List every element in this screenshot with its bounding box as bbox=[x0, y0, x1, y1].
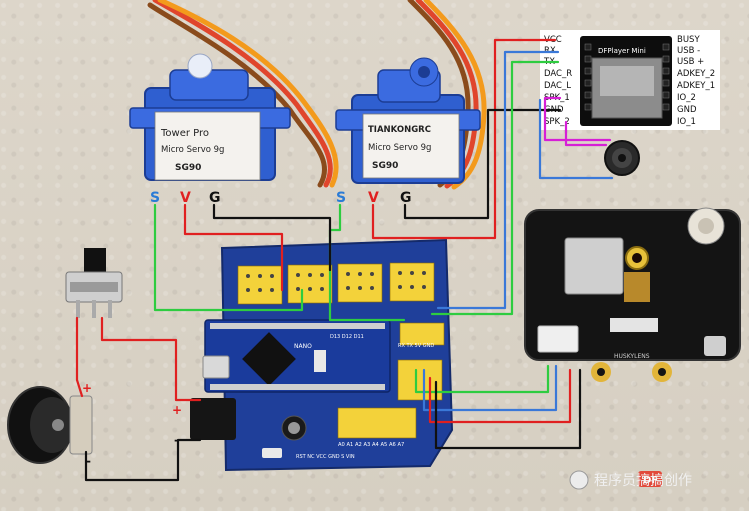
label-right-s: S bbox=[336, 190, 346, 206]
wire-df-tx bbox=[430, 60, 560, 316]
uart-header bbox=[399, 322, 445, 346]
power-polarity-labels: + + - - bbox=[82, 381, 182, 468]
shield-bottom-pins: RST NC VCC GND S VIN bbox=[296, 454, 355, 460]
label-jack-plus: + bbox=[82, 381, 92, 395]
wires bbox=[75, 38, 614, 482]
df-pin-gnd-right: GND bbox=[677, 105, 697, 115]
gpio-header bbox=[397, 359, 443, 401]
watermark-text: 程序员搞搞创作 bbox=[594, 473, 692, 489]
label-jack-minus: - bbox=[86, 454, 91, 468]
analog-header bbox=[337, 407, 417, 439]
slide-switch bbox=[65, 248, 123, 318]
watermark: DF 程序员搞搞创作 bbox=[569, 470, 692, 490]
dfplayer-module: DFPlayer Mini VCC RX TX DAC_R DAC_L SPK_… bbox=[540, 30, 720, 130]
dc-power-jack bbox=[7, 386, 93, 464]
wire-speaker-spk2 bbox=[564, 120, 608, 147]
expansion-shield: RX TX 5V GND A0 A1 A2 A3 A4 A5 A6 A7 RST… bbox=[190, 238, 454, 472]
mini-usb-port bbox=[202, 355, 230, 379]
huskylens-brand: HUSKYLENS bbox=[614, 353, 650, 360]
df-pin-adkey2: ADKEY_2 bbox=[677, 69, 715, 79]
label-board-minus: - bbox=[174, 433, 179, 447]
watermark-badge: DF bbox=[643, 475, 658, 486]
dfplayer-title: DFPlayer Mini bbox=[598, 47, 646, 55]
wire-switch-to-jack-red bbox=[75, 316, 84, 398]
servo-left-brand: Tower Pro bbox=[160, 128, 209, 139]
servo-left-code: SG90 bbox=[175, 163, 201, 173]
label-right-g: G bbox=[400, 190, 412, 206]
df-pin-busy: BUSY bbox=[677, 35, 700, 45]
df-pin-spk2: SPK_2 bbox=[544, 117, 570, 127]
label-left-g: G bbox=[209, 190, 221, 206]
dc-barrel-socket bbox=[190, 398, 236, 440]
wire-jack-to-board-gnd bbox=[84, 438, 202, 482]
wire-husky-blue bbox=[422, 364, 558, 412]
wire-servo-left-vcc bbox=[183, 203, 284, 292]
wire-husky-green bbox=[414, 364, 550, 394]
wire-husky-red bbox=[428, 368, 572, 424]
wire-switch-to-board-red bbox=[100, 316, 202, 402]
wire-servo-left-gnd bbox=[212, 203, 332, 272]
label-board-plus: + bbox=[172, 403, 182, 417]
nano-label: NANO bbox=[294, 343, 312, 350]
df-pin-usb-plus: USB + bbox=[677, 57, 704, 67]
wire-servo-right-vcc bbox=[371, 38, 557, 240]
servo-left-model: Micro Servo 9g bbox=[161, 145, 224, 155]
label-left-v: V bbox=[180, 190, 191, 206]
analog-header-label: A0 A1 A2 A3 A4 A5 A6 A7 bbox=[338, 442, 404, 448]
wire-husky-black bbox=[434, 368, 582, 450]
label-right-v: V bbox=[368, 190, 379, 206]
servo-header-block bbox=[237, 262, 435, 305]
wire-df-gnd-blue bbox=[538, 98, 614, 180]
servo-right-model: Micro Servo 9g bbox=[368, 143, 431, 153]
servo-pin-labels: S V G S V G bbox=[150, 190, 412, 206]
label-left-s: S bbox=[150, 190, 160, 206]
wire-servo-left-signal bbox=[153, 203, 304, 312]
wire-speaker-spk1 bbox=[543, 96, 612, 142]
df-pin-dac-r: DAC_R bbox=[544, 69, 572, 79]
servo-right-code: SG90 bbox=[372, 161, 398, 171]
wire-df-rx bbox=[436, 50, 560, 310]
servo-left: Tower Pro Micro Servo 9g SG90 bbox=[129, 53, 291, 181]
arduino-nano: NANO D13 D12 D11 bbox=[202, 319, 391, 393]
df-pin-dac-l: DAC_L bbox=[544, 81, 571, 91]
df-pin-usb-minus: USB - bbox=[677, 46, 700, 56]
huskylens-module: HUSKYLENS bbox=[524, 207, 741, 382]
speaker bbox=[604, 140, 640, 176]
df-pin-io1: IO_1 bbox=[677, 117, 696, 127]
uart-header-label: RX TX 5V GND bbox=[398, 343, 434, 349]
servo-right-brand: TIANKONGRC bbox=[368, 125, 431, 135]
df-pin-io2: IO_2 bbox=[677, 93, 696, 103]
nano-top-pins: D13 D12 D11 bbox=[330, 334, 364, 340]
servo-right: TIANKONGRC Micro Servo 9g SG90 bbox=[335, 57, 481, 184]
df-pin-adkey1: ADKEY_1 bbox=[677, 81, 715, 91]
